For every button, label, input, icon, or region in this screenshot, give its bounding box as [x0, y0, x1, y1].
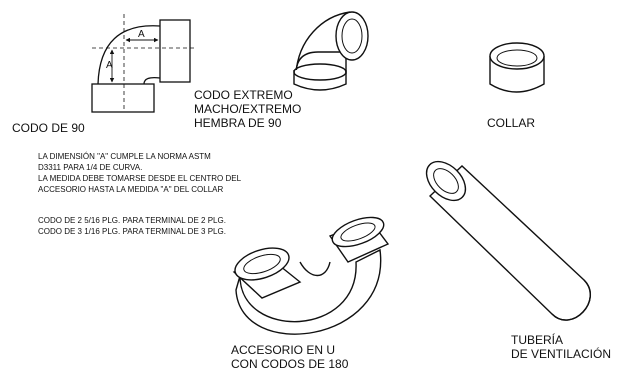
- dimension-a-vertical-label: A: [106, 60, 113, 71]
- u-bend-right-opening: [331, 216, 385, 248]
- note-paragraph-line1: LA DIMENSIÓN "A" CUMPLE LA NORMA ASTM: [38, 152, 211, 161]
- note-paragraph-line4: ACCESORIO HASTA LA MEDIDA "A" DEL COLLAR: [38, 185, 224, 194]
- codo-90-top-hub: [159, 19, 191, 83]
- note-size-line2: CODO DE 3 1/16 PLG. PARA TERMINAL DE 3 P…: [38, 227, 226, 236]
- note-paragraph-line3: LA MEDIDA DEBE TOMARSE DESDE EL CENTRO D…: [38, 174, 242, 183]
- tuberia-end-opening: [425, 160, 467, 202]
- label-codo-extremo-line3: HEMBRA DE 90: [194, 116, 282, 130]
- dimension-a-horizontal-label: A: [138, 29, 145, 40]
- u-bend-body: [235, 248, 382, 335]
- label-codo-extremo-line2: MACHO/EXTREMO: [194, 102, 302, 116]
- codo-extremo-top-opening: [335, 11, 369, 61]
- codo-90-inner-curve: [143, 76, 161, 85]
- note-size-line1: CODO DE 2 5/16 PLG. PARA TERMINAL DE 2 P…: [38, 216, 226, 225]
- label-codo-90: CODO DE 90: [12, 121, 85, 135]
- codo-90-bottom-hub: [91, 83, 155, 113]
- codo-90-outer-curve: [97, 25, 161, 85]
- label-tuberia-line2: DE VENTILACIÓN: [511, 347, 612, 361]
- u-bend-left-opening: [234, 247, 290, 281]
- note-paragraph-line2: D3311 PARA 1/4 DE CURVA.: [38, 163, 143, 172]
- tuberia-illustration: [425, 160, 591, 321]
- label-codo-extremo-line1: CODO EXTREMO: [194, 88, 293, 102]
- label-tuberia-line1: TUBERÍA: [511, 333, 564, 347]
- collar-illustration: [489, 42, 545, 93]
- collar-top-rim: [489, 42, 545, 70]
- label-accesorio-u-line2: CON CODOS DE 180: [231, 357, 349, 371]
- label-collar: COLLAR: [487, 116, 536, 130]
- accesorio-u-illustration: [232, 216, 390, 335]
- codo-extremo-illustration: [293, 11, 369, 91]
- codo-90-drawing: [91, 14, 196, 113]
- label-accesorio-u-line1: ACCESORIO EN U: [231, 343, 336, 357]
